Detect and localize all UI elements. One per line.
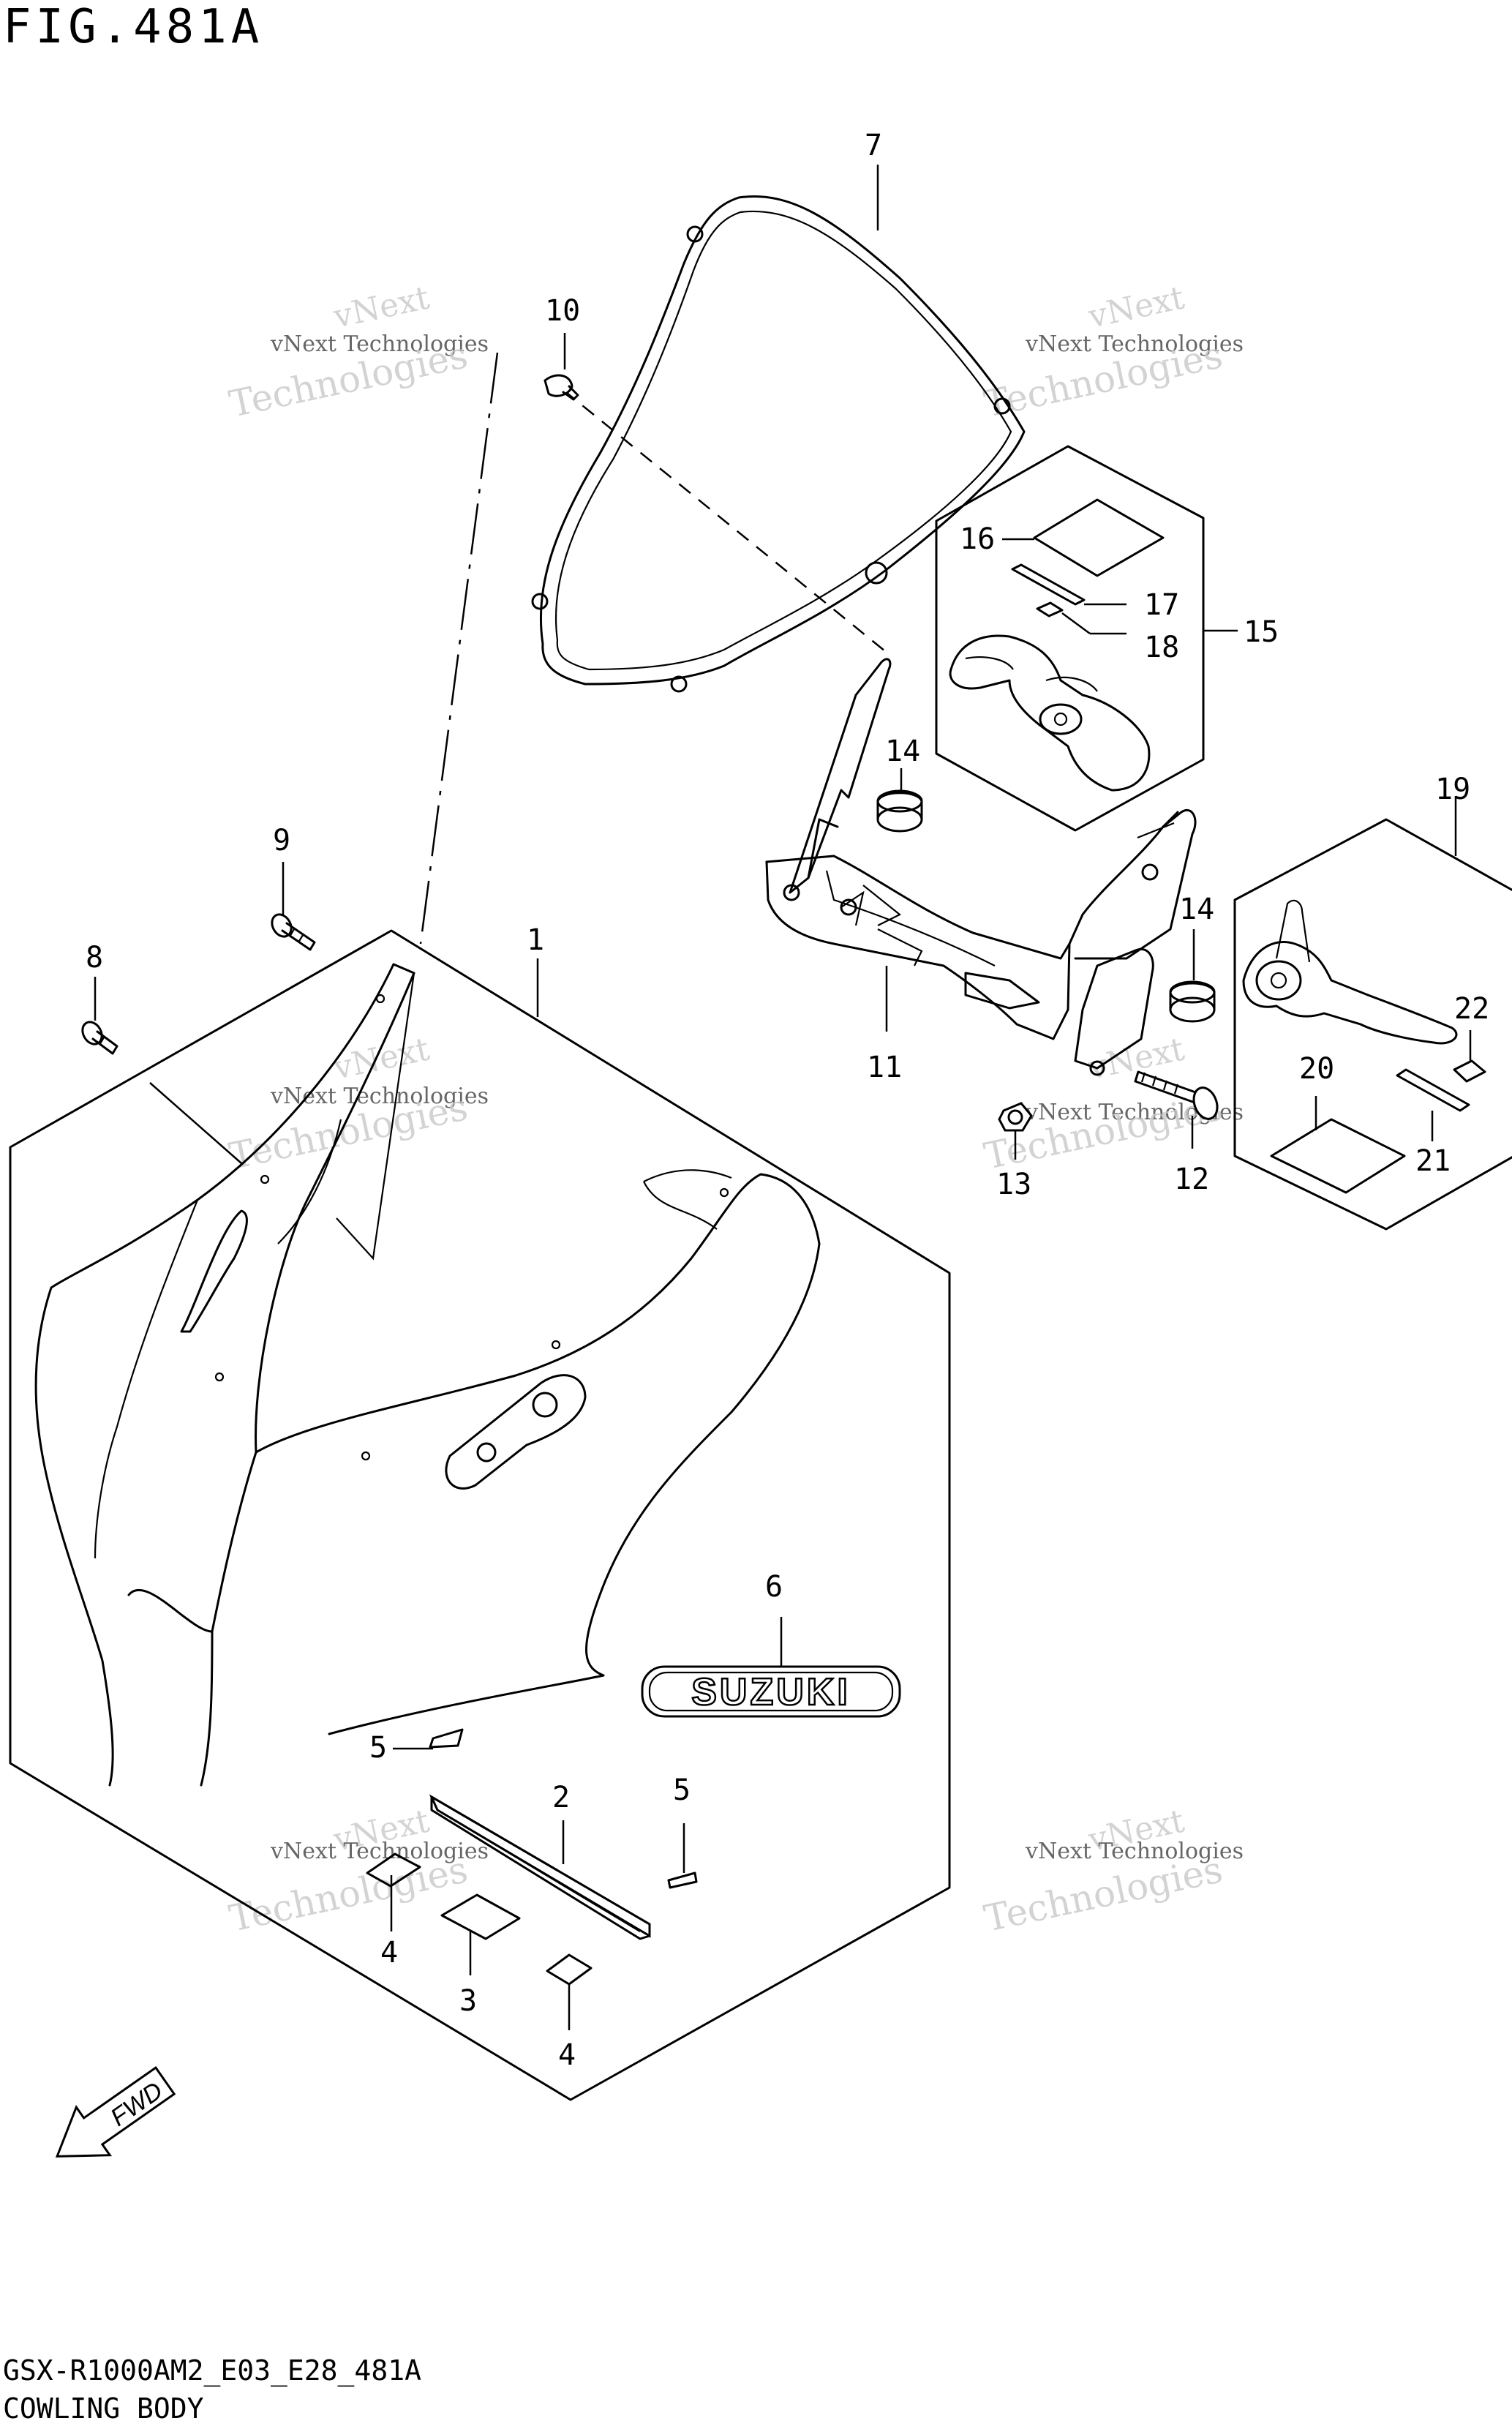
callout-11: 11 — [867, 1051, 902, 1084]
windscreen-alignment-line — [419, 352, 499, 945]
svg-text:vNext: vNext — [330, 1030, 433, 1087]
callout-5b: 5 — [673, 1773, 691, 1807]
callout-14a: 14 — [885, 735, 920, 768]
callout-4a: 4 — [380, 1936, 398, 1970]
pad-20[interactable] — [1270, 1118, 1406, 1194]
callout-16: 16 — [960, 522, 995, 556]
svg-text:vNext: vNext — [330, 279, 433, 336]
callout-17: 17 — [1144, 588, 1179, 622]
callout-21: 21 — [1415, 1144, 1451, 1178]
tab-18[interactable] — [1036, 601, 1064, 617]
cowling-body[interactable] — [34, 963, 821, 1787]
windscreen[interactable] — [531, 195, 1026, 693]
suzuki-emblem[interactable]: SUZUKI — [641, 1665, 901, 1718]
bolt-10[interactable] — [544, 374, 579, 401]
callout-1: 1 — [527, 923, 544, 957]
svg-text:vNext: vNext — [1085, 279, 1188, 336]
svg-text:vNext Technologies: vNext Technologies — [270, 331, 489, 357]
grommet-14b[interactable] — [1169, 980, 1216, 1023]
pad-16[interactable] — [1033, 498, 1165, 577]
bolt-9[interactable] — [268, 911, 316, 951]
svg-text:SUZUKI: SUZUKI — [691, 1671, 851, 1713]
svg-text:vNext Technologies: vNext Technologies — [1025, 331, 1244, 357]
pad-3[interactable] — [440, 1893, 521, 1940]
strip-17[interactable] — [1011, 563, 1086, 606]
pad-4b[interactable] — [546, 1953, 593, 1986]
callout-22: 22 — [1454, 992, 1489, 1026]
grommet-14a[interactable] — [876, 789, 923, 833]
strip-21[interactable] — [1396, 1068, 1470, 1112]
callout-5a: 5 — [369, 1731, 387, 1765]
kit-19-outline — [1233, 818, 1512, 1231]
watermark-bottom-right: vNext vNext Technologies Technologies — [980, 1802, 1244, 1940]
kit-15-outline — [935, 445, 1205, 832]
callout-7: 7 — [865, 129, 882, 162]
callout-3: 3 — [459, 1984, 477, 2018]
cowling-kit-outline — [9, 929, 951, 2101]
callout-8: 8 — [86, 941, 103, 975]
callout-10: 10 — [545, 294, 580, 328]
watermark-top-left: vNext vNext Technologies Technologies — [225, 279, 489, 425]
callout-2: 2 — [552, 1781, 570, 1814]
callout-19: 19 — [1435, 773, 1470, 806]
callout-14b: 14 — [1179, 893, 1214, 926]
svg-text:vNext Technologies: vNext Technologies — [270, 1839, 489, 1864]
forward-arrow-icon: FWD — [55, 2066, 176, 2158]
watermark-top-right: vNext vNext Technologies Technologies — [980, 279, 1244, 425]
cowling-bracket[interactable] — [765, 658, 1197, 1076]
figure-title: FIG.481A — [3, 0, 264, 54]
screw-12[interactable] — [1134, 1070, 1222, 1122]
callout-9: 9 — [273, 824, 290, 857]
model-code: GSX-R1000AM2_E03_E28_481A — [3, 2354, 421, 2387]
callout-6: 6 — [765, 1570, 783, 1604]
watermark-mid-left: vNext vNext Technologies Technologies — [225, 1030, 489, 1177]
svg-text:vNext Technologies: vNext Technologies — [1025, 1839, 1244, 1864]
bolt-8[interactable] — [79, 1018, 119, 1055]
callout-4b: 4 — [558, 2038, 576, 2072]
clip-5a[interactable] — [429, 1728, 464, 1749]
callout-18: 18 — [1144, 631, 1179, 664]
pad-4a[interactable] — [366, 1852, 421, 1888]
callout-15: 15 — [1244, 615, 1279, 649]
callout-13: 13 — [996, 1168, 1031, 1201]
callout-12: 12 — [1174, 1163, 1209, 1196]
windscreen-mount-dash — [563, 389, 886, 652]
tape-strip[interactable] — [429, 1794, 651, 1940]
mirror-bracket-19[interactable] — [1242, 899, 1458, 1045]
mirror-bracket-15[interactable] — [949, 634, 1151, 792]
callout-20: 20 — [1299, 1052, 1334, 1086]
nut-13[interactable] — [998, 1102, 1033, 1132]
section-name: COWLING BODY — [3, 2392, 204, 2425]
clip-5b[interactable] — [667, 1872, 698, 1889]
tab-22[interactable] — [1453, 1059, 1486, 1083]
